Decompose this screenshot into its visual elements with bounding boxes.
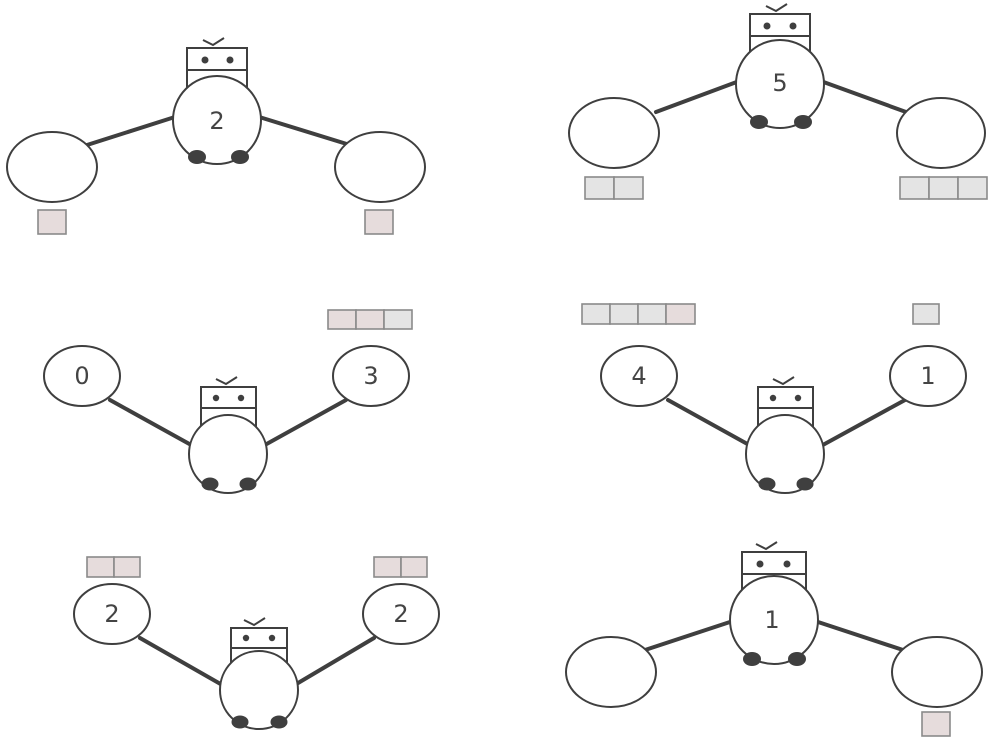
robot-foot <box>270 715 288 729</box>
bond-4-whole-circle[interactable] <box>745 414 825 494</box>
number-bond-4: 4 1 <box>581 303 967 494</box>
bond-3-right-branch <box>261 398 348 448</box>
robot-foot <box>188 150 206 164</box>
bond-1-robot: 2 <box>172 37 262 165</box>
bond-5-right-part-number: 2 <box>393 600 408 628</box>
bond-1-right-cube <box>364 209 394 235</box>
bond-6-whole-circle[interactable] <box>729 575 819 665</box>
bond-1-left-cube <box>37 209 67 235</box>
cube <box>86 556 115 578</box>
cube <box>584 176 615 200</box>
bond-3-robot <box>188 376 268 494</box>
bond-1-right-part-circle[interactable] <box>334 131 426 203</box>
bond-5-left-cubes <box>86 556 141 578</box>
cube <box>637 303 667 325</box>
bond-4-left-cubes <box>581 303 696 325</box>
bond-4-right-part-circle[interactable] <box>889 345 967 407</box>
bond-1-left-part-circle[interactable] <box>6 131 98 203</box>
bond-6-right-part-circle[interactable] <box>891 636 983 708</box>
bond-6-left-part-circle[interactable] <box>565 636 657 708</box>
bond-5-left-part-number: 2 <box>104 600 119 628</box>
robot-foot <box>796 477 814 491</box>
bond-5-left-part-circle[interactable] <box>73 583 151 645</box>
bond-6-right-branch <box>810 618 905 652</box>
cube <box>928 176 959 200</box>
cube <box>383 309 413 330</box>
bond-4-robot <box>745 376 825 494</box>
number-bond-3: 0 3 <box>43 309 413 494</box>
cube <box>581 303 611 325</box>
bond-5-left-branch <box>138 636 226 688</box>
bond-2-left-cubes <box>584 176 644 200</box>
robot-antenna-icon <box>772 376 795 386</box>
robot-foot <box>788 652 806 666</box>
bond-4-left-part-circle[interactable] <box>600 345 678 407</box>
bond-3-left-branch <box>108 398 195 448</box>
bond-6-right-cube <box>921 711 951 737</box>
robot-antenna-icon <box>755 541 778 551</box>
bond-2-right-cubes <box>899 176 988 200</box>
bond-3-right-part-number: 3 <box>363 362 378 390</box>
robot-antenna-icon <box>215 376 238 386</box>
bond-2-whole-circle[interactable] <box>735 39 825 129</box>
robot-antenna-icon <box>765 3 788 13</box>
cube <box>327 309 357 330</box>
number-bond-1: 2 <box>6 37 426 235</box>
cube <box>665 303 696 325</box>
number-bond-2: 5 <box>568 3 988 200</box>
bond-6-robot: 1 <box>729 541 819 666</box>
bond-3-right-cubes <box>327 309 413 330</box>
number-bond-6: 1 <box>565 541 983 737</box>
bond-2-robot: 5 <box>735 3 825 129</box>
bond-5-robot <box>219 617 299 730</box>
cube <box>899 176 930 200</box>
bond-2-whole-number: 5 <box>772 69 787 97</box>
bond-4-left-part-number: 4 <box>631 362 646 390</box>
bond-4-left-branch <box>666 398 753 448</box>
cube <box>355 309 385 330</box>
robot-foot <box>750 115 768 129</box>
bond-2-right-part-circle[interactable] <box>896 97 986 169</box>
cube <box>613 176 644 200</box>
bond-1-left-branch <box>85 114 180 147</box>
robot-antenna-icon <box>243 617 266 627</box>
robot-foot <box>231 715 249 729</box>
bond-2-left-branch <box>654 78 744 114</box>
bond-1-right-branch <box>254 114 352 147</box>
cube <box>609 303 639 325</box>
cube <box>957 176 988 200</box>
cube <box>373 556 402 578</box>
bond-5-whole-circle[interactable] <box>219 650 299 730</box>
bond-1-whole-number: 2 <box>209 107 224 135</box>
robot-foot <box>231 150 249 164</box>
robot-foot <box>239 477 257 491</box>
robot-foot <box>743 652 761 666</box>
bond-2-left-part-circle[interactable] <box>568 97 660 169</box>
bond-6-whole-number: 1 <box>764 606 779 634</box>
bond-4-right-cube <box>912 303 940 325</box>
robot-antenna-icon <box>202 37 225 47</box>
bond-5-right-cubes <box>373 556 428 578</box>
bond-3-left-part-circle[interactable] <box>43 345 121 407</box>
robot-foot <box>758 477 776 491</box>
bond-4-right-branch <box>819 398 907 448</box>
robot-foot <box>794 115 812 129</box>
bond-1-whole-circle[interactable] <box>172 75 262 165</box>
bond-3-right-part-circle[interactable] <box>332 345 410 407</box>
bond-3-whole-circle[interactable] <box>188 414 268 494</box>
cube <box>113 556 141 578</box>
cube <box>400 556 428 578</box>
bond-5-right-part-circle[interactable] <box>362 583 440 645</box>
bond-6-left-branch <box>643 618 738 652</box>
bond-3-left-part-number: 0 <box>74 362 89 390</box>
bond-5-right-branch <box>291 636 376 688</box>
bond-4-right-part-number: 1 <box>920 362 935 390</box>
bond-2-right-branch <box>816 78 908 114</box>
robot-foot <box>201 477 219 491</box>
number-bond-5: 2 2 <box>73 556 440 730</box>
